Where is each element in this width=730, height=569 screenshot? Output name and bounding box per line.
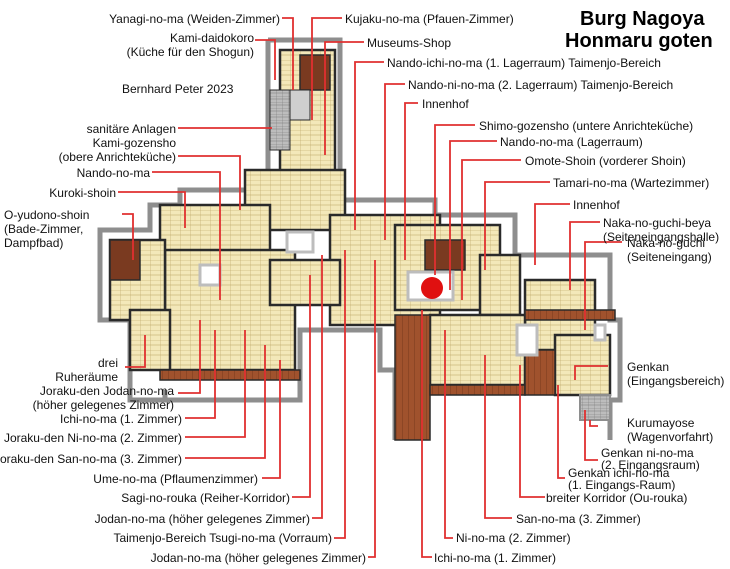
label-tamari: Tamari-no-ma (Wartezimmer) xyxy=(553,176,710,190)
label-joraku-jodan-2: (höher gelegenes Zimmer) xyxy=(32,398,174,412)
sanitary-area xyxy=(269,89,291,151)
label-naka-guchi-2: (Seiteneingang) xyxy=(627,250,712,264)
label-kami-gozensho-2: (obere Anrichteküche) xyxy=(58,150,176,164)
leader-lines xyxy=(118,17,622,558)
label-joraku-jodan-1: Joraku-den Jodan-no-ma xyxy=(39,384,174,398)
label-ichi-left: Ichi-no-ma (1. Zimmer) xyxy=(59,412,182,426)
label-genkan-ichi-1: Genkan ichi-no-ma xyxy=(568,466,670,480)
label-ume: Ume-no-ma (Pflaumenzimmer) xyxy=(93,472,258,486)
label-naka-beya-1: Naka-no-guchi-beya xyxy=(603,216,712,230)
label-museums-shop: Museums-Shop xyxy=(367,36,452,50)
label-genkan-ni-1: Genkan ni-no-ma xyxy=(601,446,694,460)
label-drei-1: drei xyxy=(97,356,118,370)
label-kurumayose-2: (Wagenvorfahrt) xyxy=(627,430,714,444)
label-kuroki: Kuroki-shoin xyxy=(49,186,116,200)
label-naka-beya-2: (Seiteneingangshalle) xyxy=(603,230,720,244)
label-jodan-2: Jodan-no-ma (höher gelegenes Zimmer) xyxy=(150,551,366,565)
label-joraku-san: Joraku-den San-no-ma (3. Zimmer) xyxy=(0,452,182,466)
label-taimenjo-tsugi: Taimenjo-Bereich Tsugi-no-ma (Vorraum) xyxy=(113,531,332,545)
label-genkan-1: Genkan xyxy=(627,360,670,374)
label-jodan-1: Jodan-no-ma (höher gelegenes Zimmer) xyxy=(94,512,310,526)
title-line-2: Honmaru goten xyxy=(565,30,713,52)
label-oyudono-1: O-yudono-shoin xyxy=(4,208,90,222)
label-ni-no-ma: Ni-no-ma (2. Zimmer) xyxy=(456,531,571,545)
label-nando-no-ma-left: Nando-no-ma xyxy=(76,166,150,180)
label-nando-ni: Nando-ni-no-ma (2. Lagerraum) Taimenjo-B… xyxy=(408,78,674,92)
kitchen-hatch xyxy=(289,89,311,121)
label-ichi-bottom: Ichi-no-ma (1. Zimmer) xyxy=(434,551,557,565)
label-kurumayose-1: Kurumayose xyxy=(627,416,695,430)
label-drei-2: Ruheräume xyxy=(55,370,118,384)
label-breiter: breiter Korridor (Ou-rouka) xyxy=(546,491,688,505)
label-genkan-ni-2: (2. Eingangsraum) xyxy=(601,458,700,472)
label-oyudono-2: (Bade-Zimmer, xyxy=(4,222,84,236)
label-shimo-gozensho: Shimo-gozensho (untere Anrichteküche) xyxy=(479,119,694,133)
courtyards xyxy=(198,230,607,357)
label-sagi: Sagi-no-rouka (Reiher-Korridor) xyxy=(121,491,290,505)
label-omote-shoin: Omote-Shoin (vorderer Shoin) xyxy=(525,154,686,168)
label-kujaku: Kujaku-no-ma (Pfauen-Zimmer) xyxy=(345,12,514,26)
label-san-no-ma: San-no-ma (3. Zimmer) xyxy=(516,512,641,526)
label-kami-daidokoro-2: (Küche für den Shogun) xyxy=(126,45,254,59)
title-line-1: Burg Nagoya xyxy=(580,8,705,30)
label-naka-guchi-1: Naka-no-guchi xyxy=(627,236,706,250)
label-oyudono-3: Dampfbad) xyxy=(4,236,64,250)
label-innenhof-1: Innenhof xyxy=(422,97,469,111)
kurumayose-area xyxy=(579,394,611,421)
label-joraku-ni: Joraku-den Ni-no-ma (2. Zimmer) xyxy=(3,431,182,445)
label-nando-ichi: Nando-ichi-no-ma (1. Lagerraum) Taimenjo… xyxy=(387,56,661,70)
credit-text: Bernhard Peter 2023 xyxy=(122,82,234,96)
label-innenhof-2: Innenhof xyxy=(573,198,620,212)
label-nando-no-ma-right: Nando-no-ma (Lagerraum) xyxy=(500,135,643,149)
label-kami-gozensho-1: Kami-gozensho xyxy=(92,136,176,150)
label-genkan-ichi-2: (1. Eingangs-Raum) xyxy=(568,478,676,492)
location-marker xyxy=(421,277,443,299)
label-yanagi: Yanagi-no-ma (Weiden-Zimmer) xyxy=(109,12,280,26)
label-kami-daidokoro-1: Kami-daidokoro xyxy=(169,31,254,45)
label-sanitaer: sanitäre Anlagen xyxy=(86,122,176,136)
label-genkan-2: (Eingangsbereich) xyxy=(627,374,725,388)
